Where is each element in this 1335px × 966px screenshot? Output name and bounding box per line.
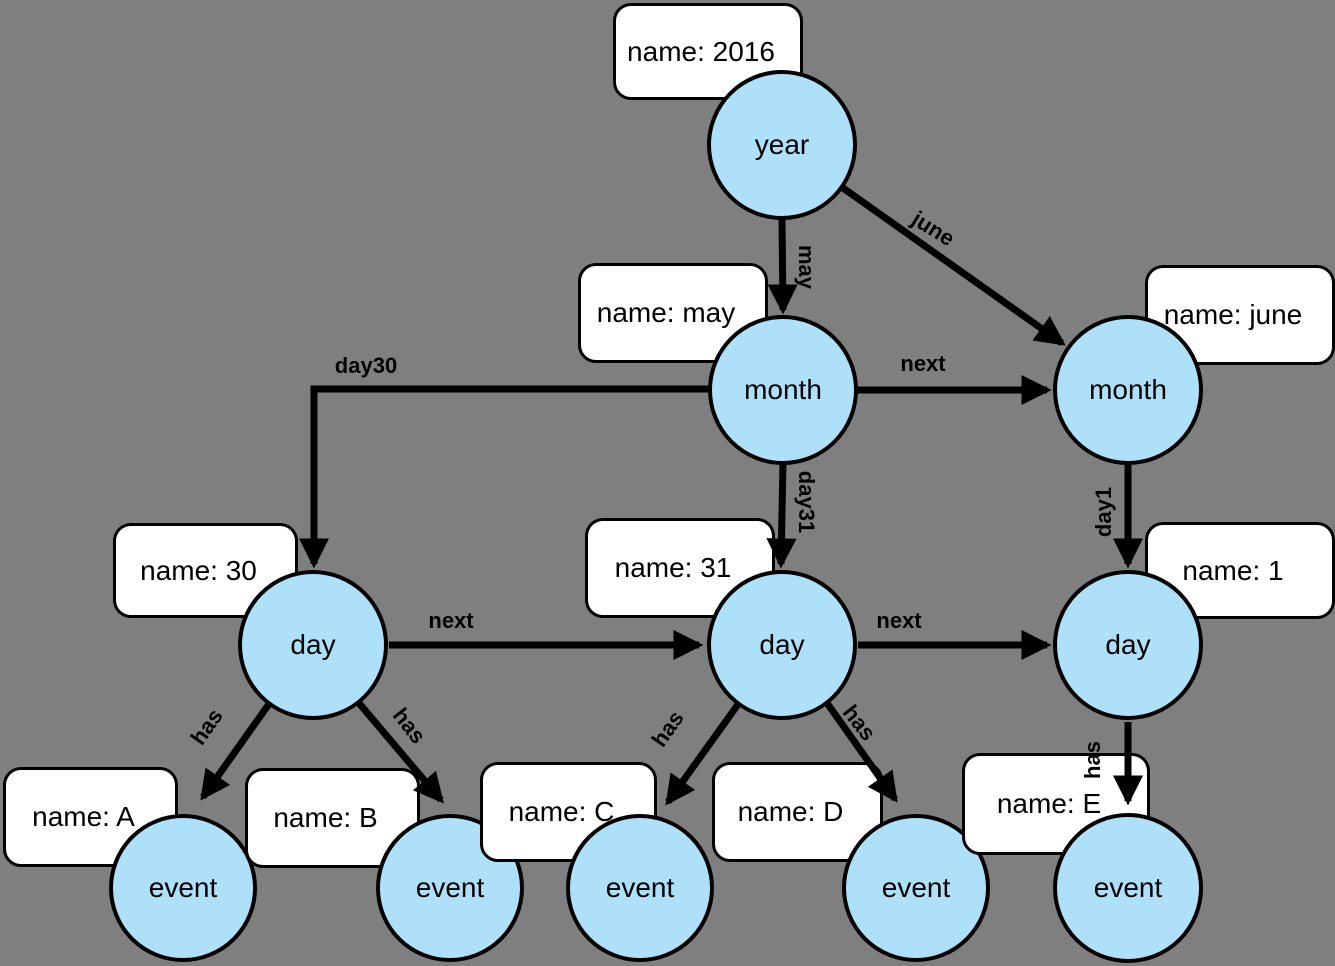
node-day-30: day — [238, 570, 388, 720]
property-text-event-b: name: B — [273, 802, 378, 833]
edge-label-month-june-to-day1: day1 — [1091, 486, 1116, 538]
edge-label-day1-to-event-e: has — [1080, 741, 1105, 779]
property-text-event-d: name: D — [737, 796, 844, 827]
node-label-month-june: month — [1089, 374, 1167, 405]
edge-label-day31-to-day1: next — [876, 608, 922, 633]
edge-day31-to-event-d — [824, 700, 898, 803]
edge-year-to-month-may — [767, 217, 798, 315]
node-label-day-1: day — [1105, 629, 1151, 660]
property-box-event-b: name: B — [245, 768, 420, 868]
node-event-a: event — [109, 814, 257, 962]
node-label-year: year — [754, 129, 810, 160]
node-day-1: day — [1053, 570, 1203, 720]
node-month-may: month — [708, 315, 858, 465]
property-text-event-e: name: E — [996, 788, 1102, 819]
node-label-event-d: event — [881, 872, 951, 903]
edge-day30-to-event-a — [200, 701, 272, 801]
edge-label-month-may-to-june: next — [900, 351, 946, 376]
property-box-day-31: name: 31 — [585, 518, 775, 618]
node-label-event-a: event — [148, 872, 218, 903]
node-event-d: event — [842, 814, 990, 962]
edge-month-may-to-day31 — [766, 462, 797, 569]
property-text-day-31: name: 31 — [614, 552, 732, 583]
property-text-day-30: name: 30 — [140, 554, 257, 586]
property-text-month-june: name: june — [1163, 299, 1303, 330]
edge-label-day30-to-day31: next — [428, 608, 474, 633]
edge-label-month-may-to-day30: day30 — [334, 353, 398, 378]
node-event-e: event — [1053, 813, 1203, 963]
property-text-year: name: 2016 — [627, 35, 775, 67]
node-label-event-c: event — [605, 872, 675, 903]
node-month-june: month — [1053, 315, 1203, 465]
node-event-c: event — [566, 814, 714, 962]
property-box-year: name: 2016 — [613, 3, 803, 100]
property-text-event-a: name: A — [32, 801, 135, 832]
property-text-day-1: name: 1 — [1182, 554, 1284, 586]
edge-year-to-month-june — [840, 185, 1066, 346]
node-label-event-e: event — [1093, 872, 1163, 903]
node-label-day-31: day — [759, 629, 805, 660]
edge-month-may-to-day30 — [298, 385, 708, 569]
edge-day30-to-event-b — [355, 699, 444, 804]
node-label-event-b: event — [415, 872, 485, 903]
node-label-day-30: day — [290, 629, 336, 660]
edge-label-year-to-month-may: may — [794, 244, 819, 290]
property-text-event-c: name: C — [508, 796, 615, 827]
property-text-month-may: name: may — [596, 297, 736, 328]
node-day-31: day — [707, 570, 857, 720]
property-box-day-1: name: 1 — [1145, 522, 1335, 619]
edge-label-month-may-to-day31: day31 — [794, 470, 819, 534]
edge-day31-to-event-c — [665, 700, 742, 806]
node-label-month-may: month — [744, 374, 822, 405]
